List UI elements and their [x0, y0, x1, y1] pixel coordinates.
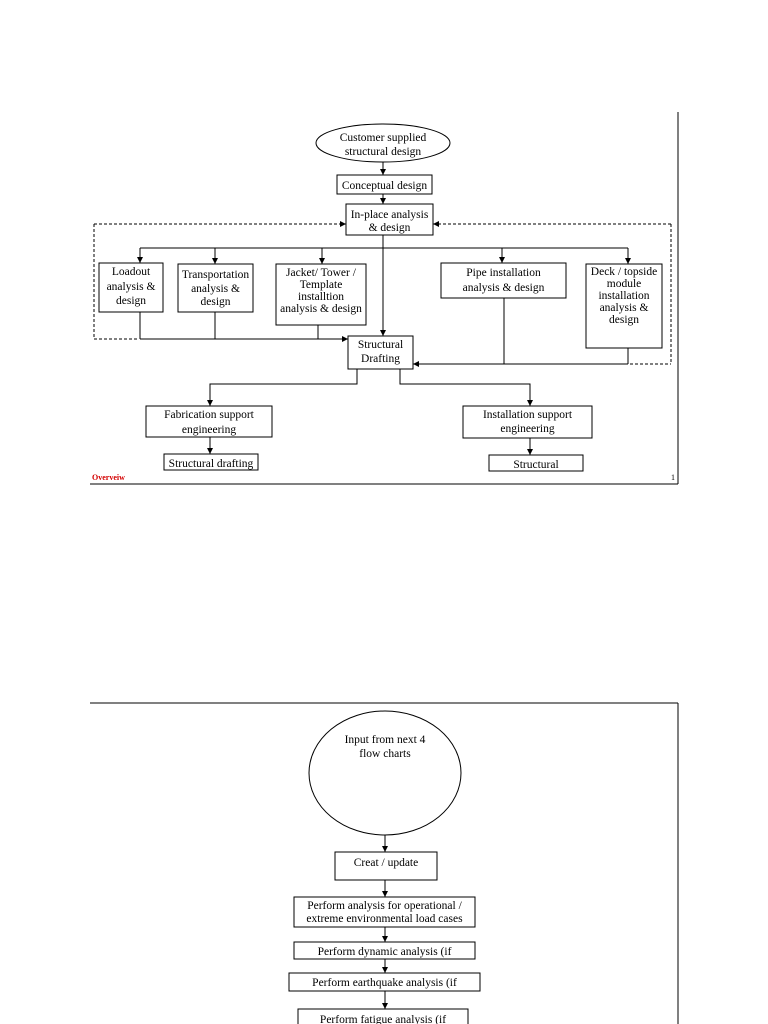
node-inplace-analysis: In-place analysis & design — [345, 203, 434, 236]
node-earthquake-analysis: Perform earthquake analysis (if — [288, 972, 481, 992]
node-label-line: & design — [369, 222, 411, 234]
node-dynamic-analysis: Perform dynamic analysis (if — [293, 941, 476, 960]
node-label-line: module — [607, 278, 642, 290]
node-conceptual-design: Conceptual design — [336, 174, 433, 195]
node-structural-drafting: Structural Drafting — [347, 335, 414, 370]
node-label-line: Input from next 4 — [345, 734, 426, 746]
node-label-line: Loadout — [112, 266, 151, 278]
node-label-line: In-place analysis — [351, 209, 429, 221]
node-label-line: Structural — [358, 339, 403, 351]
page-2-flowchart: Input from next 4 flow charts Creat / up… — [90, 702, 679, 1024]
node-deck-topside-module: Deck / topside module installation analy… — [585, 263, 663, 349]
node-installation-support: Installation support engineering — [462, 405, 593, 439]
node-label-line: analysis & — [191, 283, 240, 295]
node-label-line: design — [609, 314, 639, 326]
node-label-line: Pipe installation — [466, 267, 541, 279]
node-fabrication-support: Fabrication support engineering — [145, 405, 273, 438]
node-label-line: flow charts — [359, 748, 411, 760]
node-label-line: installation — [598, 290, 649, 302]
node-label-line: analysis & design — [463, 282, 545, 294]
node-operational-analysis: Perform analysis for operational / extre… — [293, 896, 476, 928]
node-label-line: analysis & — [600, 302, 649, 314]
node-label-line: Fabrication support — [164, 409, 255, 421]
node-label-line: Structural — [513, 459, 558, 471]
arrow-drafting-to-fabrication — [207, 369, 358, 406]
footer-section-label: Overveiw — [92, 473, 125, 482]
node-label-line: Perform fatigue analysis (if — [320, 1014, 446, 1024]
node-fatigue-analysis: Perform fatigue analysis (if — [297, 1008, 469, 1024]
node-transportation-analysis: Transportation analysis & design — [177, 263, 254, 313]
node-label-line: installtion — [298, 291, 344, 303]
node-loadout-analysis: Loadout analysis & design — [98, 262, 164, 313]
page-1-flowchart: Customer supplied structural design Conc… — [90, 112, 679, 485]
node-label-line: extreme environmental load cases — [306, 913, 463, 925]
node-jacket-tower-template: Jacket/ Tower / Template installtion ana… — [275, 263, 367, 326]
node-label-line: Template — [300, 279, 343, 291]
node-label-line: Jacket/ Tower / — [286, 267, 357, 279]
node-label-line: analysis & — [107, 281, 156, 293]
node-label-line: analysis & design — [280, 303, 362, 315]
arrow-drafting-to-installation — [399, 369, 533, 406]
node-input-from-flow-charts: Input from next 4 flow charts — [308, 710, 462, 836]
node-customer-supplied-design: Customer supplied structural design — [315, 123, 451, 163]
node-label-line: Perform dynamic analysis (if — [318, 946, 452, 958]
node-installation-structural: Structural — [488, 454, 584, 472]
node-label-line: structural design — [345, 146, 422, 158]
node-fabrication-structural-drafting: Structural drafting — [163, 453, 259, 471]
node-label-line: Customer supplied — [340, 132, 427, 144]
node-label-line: engineering — [500, 423, 555, 435]
node-label-line: design — [116, 295, 146, 307]
node-label-line: Installation support — [483, 409, 573, 421]
node-label-line: Perform analysis for operational / — [307, 900, 462, 912]
node-label-line: engineering — [182, 424, 237, 436]
node-label-line: Creat / update — [354, 857, 419, 869]
node-label-line: Transportation — [182, 269, 250, 281]
node-label-line: Deck / topside — [591, 266, 657, 278]
node-label-line: Conceptual design — [342, 180, 428, 192]
node-pipe-installation: Pipe installation analysis & design — [440, 262, 567, 299]
page-1-connectors — [93, 162, 672, 455]
node-label-line: Perform earthquake analysis (if — [312, 977, 457, 989]
node-create-update: Creat / update — [334, 851, 438, 881]
node-label-line: Structural drafting — [169, 458, 254, 470]
page-number: 1 — [671, 473, 675, 482]
node-label-line: Drafting — [361, 353, 400, 365]
node-label-line: design — [200, 296, 230, 308]
